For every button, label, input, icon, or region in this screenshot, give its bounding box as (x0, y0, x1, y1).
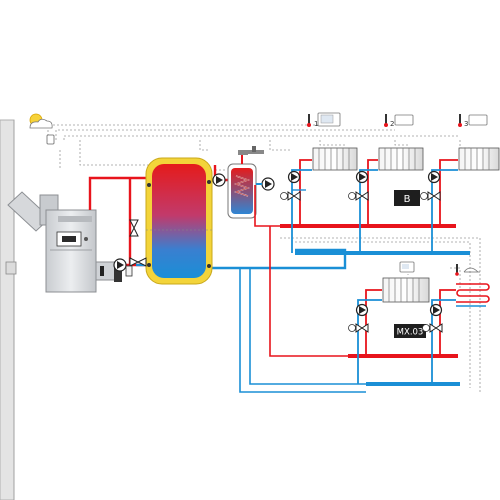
mixing-valve-5-icon (422, 323, 443, 333)
circuit-2 (359, 159, 378, 253)
room-controller-icon (394, 114, 414, 126)
boiler-pump-icon (113, 258, 127, 272)
mixing-valve-2-icon (348, 191, 369, 201)
tank-pump-icon (212, 173, 226, 187)
radiator-3-icon (458, 147, 500, 171)
circuit-1 (291, 159, 312, 253)
mixing-valve-4-icon (348, 323, 369, 333)
zone-3-label: 3 (464, 120, 468, 128)
underfloor-heating-icon (456, 283, 490, 307)
pump-5-icon (429, 303, 443, 317)
thermometer-icon (455, 264, 459, 276)
dhw-tank-icon (227, 163, 257, 219)
weather-sensor-icon (29, 113, 55, 145)
pump-2-icon (355, 170, 369, 184)
safety-valve-icon (129, 219, 139, 237)
module-b: B (394, 190, 420, 206)
floor-sensor-icon (463, 267, 480, 273)
circuit-5 (431, 289, 456, 384)
zone-1-thermostat: 1 (307, 112, 341, 128)
buffer-tank-icon (145, 157, 213, 285)
radiator-icon (312, 147, 358, 171)
circuit-4 (357, 289, 382, 384)
zone-2-thermostat: 2 (384, 114, 414, 128)
module-mx03: MX.03 (394, 324, 426, 338)
thermometer-icon (384, 114, 388, 127)
faucet-icon (238, 146, 264, 164)
module-mx03-label: MX.03 (397, 328, 424, 338)
chimney-icon (5, 261, 17, 275)
circuit-3 (431, 159, 458, 253)
radiator-2-icon (378, 147, 424, 171)
mixing-valve-3-icon (420, 191, 441, 201)
boiler-icon (7, 191, 122, 293)
pump-icon (287, 170, 301, 184)
thermometer-icon (458, 114, 462, 127)
boiler-mixing-valve-icon (125, 257, 147, 277)
thermometer-icon (307, 114, 311, 127)
module-b-label: B (404, 194, 411, 205)
pump-4-icon (355, 303, 369, 317)
zone-2-label: 2 (390, 120, 394, 128)
zone-1-label: 1 (314, 120, 318, 128)
zone-3-thermostat: 3 (458, 114, 488, 128)
room-controller-icon (317, 112, 341, 127)
radiator-4-icon (382, 277, 430, 303)
room-controller-icon (399, 261, 415, 273)
building-wall (0, 119, 15, 500)
dhw-circulation-pump-icon (256, 177, 275, 191)
mixing-valve-icon (280, 191, 301, 201)
manifold-feed-pipes (239, 185, 366, 393)
pump-3-icon (427, 170, 441, 184)
room-controller-icon (468, 114, 488, 126)
